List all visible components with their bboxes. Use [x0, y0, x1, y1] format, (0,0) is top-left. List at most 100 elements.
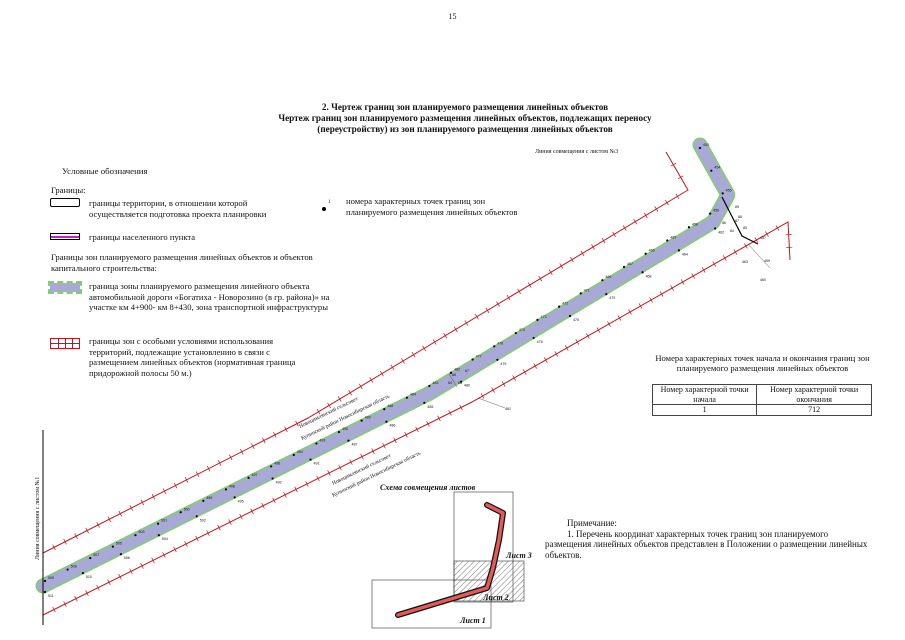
special-zone-tick [612, 231, 616, 238]
points-table: Номер характерной точки начала Номер хар… [651, 384, 872, 416]
special-zone-tick [775, 225, 780, 231]
point-label: 511 [48, 594, 54, 598]
point-label: 492 [276, 480, 282, 484]
special-zone-tick [261, 502, 265, 509]
point-dot [471, 358, 474, 361]
special-zone-tick [195, 535, 199, 542]
point-label: 84 [730, 229, 734, 233]
point-dot [271, 477, 274, 480]
special-zone-tick [295, 420, 299, 427]
point-dot [157, 534, 160, 537]
point-marker-swatch [322, 207, 326, 211]
special-zone-tick [173, 482, 178, 489]
special-zone-tick [380, 370, 384, 377]
special-zone-tick [229, 454, 233, 461]
special-zone-tick [633, 218, 638, 225]
special-zone-tick [184, 541, 188, 547]
sheet1-link-label: Линия совмещения с листом №1 [35, 477, 41, 560]
legend-special: границы зон с особыми условиями использо… [89, 336, 296, 378]
special-zone-tick [173, 546, 177, 553]
legend-section-zones: Границы зон планируемого размещения лине… [51, 252, 313, 273]
point-label: 487 [351, 443, 357, 447]
point-label: 481 [505, 407, 511, 411]
point-label: 472 [562, 302, 568, 306]
special-zone-tick [371, 448, 375, 454]
characteristic-points: 4534544554564584654664674694714724734744… [43, 143, 770, 598]
special-zone-tick [404, 431, 408, 438]
point-label: 471 [584, 288, 590, 292]
special-zone-tick [591, 244, 595, 250]
point-dot [622, 265, 626, 269]
special-zone-tick [107, 516, 111, 523]
table-cell-start: 1 [651, 404, 758, 416]
special-zone-tick [369, 377, 374, 383]
special-zone-tick [565, 345, 569, 351]
point-label: 457 [760, 236, 766, 240]
point-label: 485 [427, 405, 433, 409]
special-zone-tick [85, 590, 89, 596]
special-zone-tick [453, 326, 458, 333]
point-label: 469 [605, 275, 611, 279]
point-dot [247, 476, 250, 479]
note-title: Примечание: [567, 518, 617, 528]
special-zone-tick [272, 497, 276, 504]
special-zone-tick [422, 345, 426, 352]
point-label: 497 [252, 473, 258, 477]
point-dot [405, 396, 408, 399]
special-zone-tick [52, 606, 56, 613]
special-zone-tick [691, 273, 695, 279]
point-label: 488 [387, 404, 393, 408]
point-dot [111, 545, 114, 548]
table-row: 1 712 [651, 404, 872, 416]
point-label: 478 [537, 340, 543, 344]
special-zone-tick [284, 426, 288, 433]
special-zone-tick [601, 237, 606, 244]
special-zone-tick [129, 568, 133, 575]
legend-settlement: границы населенного пункта [89, 232, 196, 242]
special-zone-tick [649, 297, 653, 303]
special-zone-tick [151, 493, 156, 500]
special-zone-tick [512, 375, 516, 381]
point-label: 474 [519, 328, 525, 332]
point-label: 498 [229, 484, 235, 488]
special-zone-tick [701, 267, 706, 273]
sheet3-link-label: Линия совмещения с листом №3 [535, 149, 618, 155]
special-zone-tick [360, 453, 364, 460]
special-zone-tick [643, 212, 648, 219]
special-zone-tick [63, 601, 67, 607]
point-label: 501 [161, 519, 167, 523]
point-label: 494 [297, 450, 303, 454]
special-zone-tick [151, 557, 155, 564]
special-zone-tick [250, 508, 254, 515]
point-label: 473 [540, 315, 546, 319]
special-zone-tick [206, 465, 211, 472]
title-line-1: 2. Чертеж границ зон планируемого размещ… [321, 102, 609, 112]
point-label: 509 [48, 576, 54, 580]
special-zone-tick [575, 339, 580, 345]
point-label: 455 [726, 188, 732, 192]
special-zone-tick [617, 315, 622, 321]
points-table-title: Номера характерных точек начала и оконча… [655, 353, 870, 373]
point-label: 64 [448, 381, 452, 385]
special-zone-tick [337, 396, 342, 402]
special-zone-tick [570, 256, 574, 263]
point-marker-number: 1 [328, 200, 331, 205]
point-label: 463 [742, 260, 748, 264]
special-zone-tick [262, 437, 266, 444]
special-zone-tick [96, 584, 100, 591]
point-dot [66, 568, 69, 571]
point-dot [687, 226, 691, 229]
special-zone-tick [107, 579, 111, 586]
point-dot [493, 345, 496, 348]
point-dot [449, 371, 453, 374]
point-dot [721, 192, 724, 195]
special-zone-tick [522, 369, 527, 375]
point-dot [134, 534, 137, 537]
point-label: 476 [497, 341, 503, 345]
special-zone-tick [670, 285, 674, 291]
point-label: 67 [465, 369, 469, 373]
point-label: 465 [670, 236, 676, 240]
point-dot [315, 442, 318, 445]
special-zone-tick [485, 307, 490, 314]
